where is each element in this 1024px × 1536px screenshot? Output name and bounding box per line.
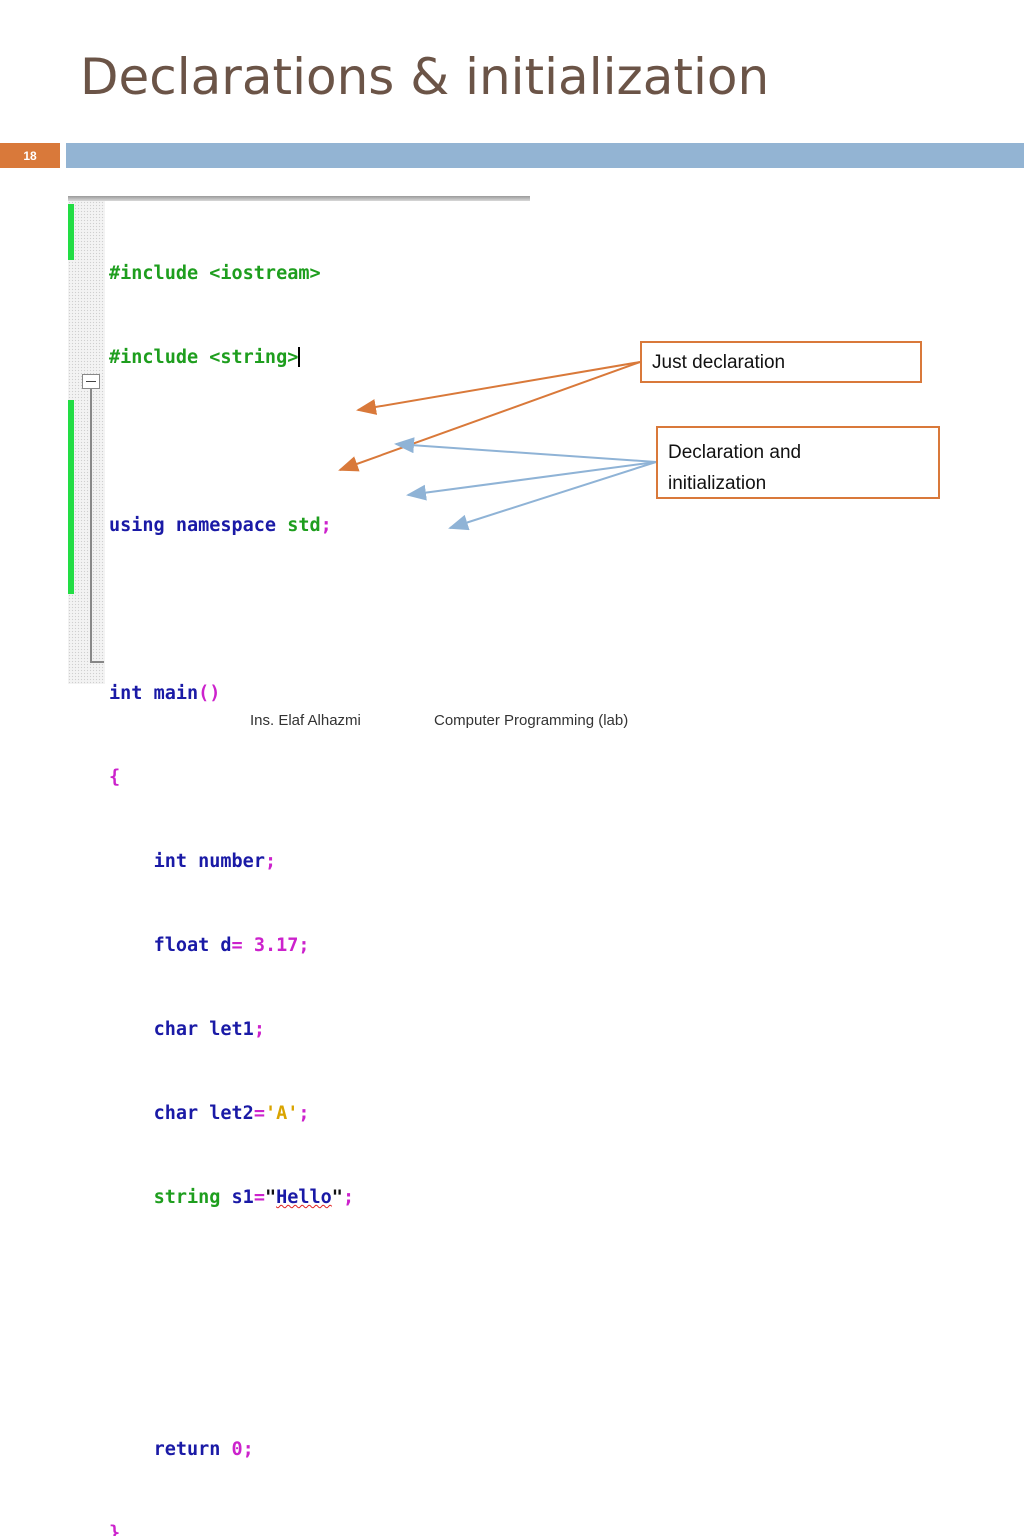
code-line: #include <string> <box>109 344 354 372</box>
code-token: #include <iostream> <box>109 263 321 284</box>
callout-declaration-and-initialization: Declaration and initialization <box>656 426 940 499</box>
code-line: int main() <box>109 683 221 704</box>
footer-course: Computer Programming (lab) <box>434 712 629 729</box>
callout-label-line-2: initialization <box>668 473 767 494</box>
editor-gutter <box>68 201 105 684</box>
code-line: { <box>109 767 121 788</box>
footer-author: Ins. Elaf Alhazmi <box>250 712 361 729</box>
header-bar <box>66 143 1024 168</box>
code-line: string s1="Hello"; <box>153 1187 355 1208</box>
code-line: using namespace std; <box>109 515 332 536</box>
code-line <box>109 1352 354 1380</box>
code-text: #include <iostream> #include <string> us… <box>109 204 354 1536</box>
code-editor-screenshot: #include <iostream> #include <string> us… <box>68 196 530 1536</box>
change-marker-top <box>68 204 74 260</box>
fold-line <box>90 389 92 663</box>
code-line: char let2='A'; <box>153 1103 310 1124</box>
code-line: char let1; <box>153 1019 265 1040</box>
callout-label: Just declaration <box>652 352 786 373</box>
code-token: #include <string> <box>109 347 299 368</box>
code-line: } <box>109 1523 121 1536</box>
code-line <box>109 428 354 456</box>
text-caret <box>298 347 301 367</box>
code-line: return 0; <box>153 1439 254 1460</box>
change-marker-body <box>68 400 74 594</box>
fold-line-end <box>90 661 104 663</box>
editor-top-border <box>68 196 530 201</box>
slide-title: Declarations & initialization <box>80 48 770 106</box>
code-line: #include <iostream> <box>109 260 354 288</box>
slide-number-badge: 18 <box>0 143 60 168</box>
fold-collapse-icon[interactable] <box>82 374 100 389</box>
callout-label-line-1: Declaration and <box>668 442 802 463</box>
code-line: int number; <box>153 851 277 872</box>
code-line <box>109 1268 354 1296</box>
code-line <box>109 596 354 624</box>
code-line: float d= 3.17; <box>153 935 310 956</box>
callout-just-declaration: Just declaration <box>640 341 922 383</box>
